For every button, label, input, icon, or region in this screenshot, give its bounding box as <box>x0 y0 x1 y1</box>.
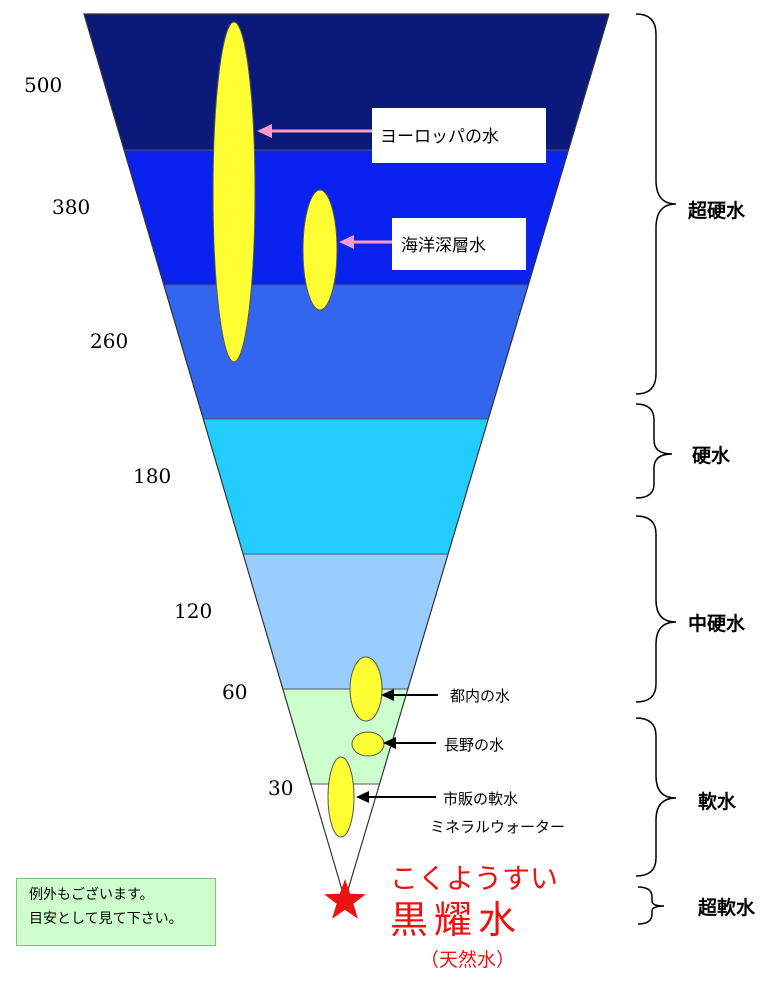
arrow-europe-head <box>257 124 272 138</box>
brand-name: 黒耀水 <box>390 898 522 942</box>
ellipse-nagano <box>351 731 385 757</box>
category-hard: 硬水 <box>692 445 731 467</box>
pink-arrows <box>257 124 392 249</box>
level-30: 30 <box>268 776 293 800</box>
band-180 <box>84 419 609 554</box>
label-box-europe <box>372 108 546 163</box>
label-europe: ヨーロッパの水 <box>380 127 499 147</box>
funnel-outline <box>83 13 610 903</box>
category-medium-hard: 中硬水 <box>688 612 746 635</box>
level-120: 120 <box>174 599 212 623</box>
category-soft: 軟水 <box>698 790 737 813</box>
category-super-hard: 超硬水 <box>687 199 746 222</box>
level-60: 60 <box>222 680 247 704</box>
label-commercial-2: ミネラルウォーター <box>430 818 565 836</box>
brace-soft <box>635 717 677 877</box>
disclaimer-note: 例外もございます。 目安として見て下さい。 <box>16 878 216 946</box>
water-ellipses <box>212 21 385 838</box>
level-500: 500 <box>24 73 62 97</box>
category-super-soft: 超軟水 <box>697 896 756 919</box>
ellipse-deep-sea <box>302 189 338 311</box>
arrow-deep-sea-head <box>339 235 354 249</box>
brand-sub: （天然水） <box>420 949 515 971</box>
disclaimer-line-1: 例外もございます。 <box>29 887 154 903</box>
label-tokyo: 都内の水 <box>450 687 510 705</box>
ellipse-tokyo <box>349 656 383 722</box>
label-commercial-1: 市販の軟水 <box>443 790 518 808</box>
label-deep-sea: 海洋深層水 <box>401 236 486 256</box>
brace-medium-hard <box>635 515 677 703</box>
brace-hard <box>635 403 673 499</box>
ellipse-commercial <box>327 756 355 838</box>
category-braces <box>635 13 677 925</box>
level-180: 180 <box>133 464 171 488</box>
level-380: 380 <box>52 195 90 219</box>
label-box-deep-sea <box>392 218 526 270</box>
brace-super-hard <box>635 13 677 395</box>
hardness-scale: 500 380 260 180 120 60 30 <box>24 73 293 800</box>
level-260: 260 <box>90 329 128 353</box>
ellipse-europe <box>212 21 256 363</box>
band-60 <box>84 689 609 784</box>
brace-super-soft <box>637 886 665 925</box>
star-icon <box>324 879 366 919</box>
black-arrows <box>356 689 438 803</box>
disclaimer-line-2: 目安として見て下さい。 <box>29 911 183 927</box>
band-380 <box>84 150 609 285</box>
band-120 <box>84 554 609 689</box>
brand-kana: こくようすい <box>390 862 558 895</box>
label-nagano: 長野の水 <box>444 736 504 754</box>
